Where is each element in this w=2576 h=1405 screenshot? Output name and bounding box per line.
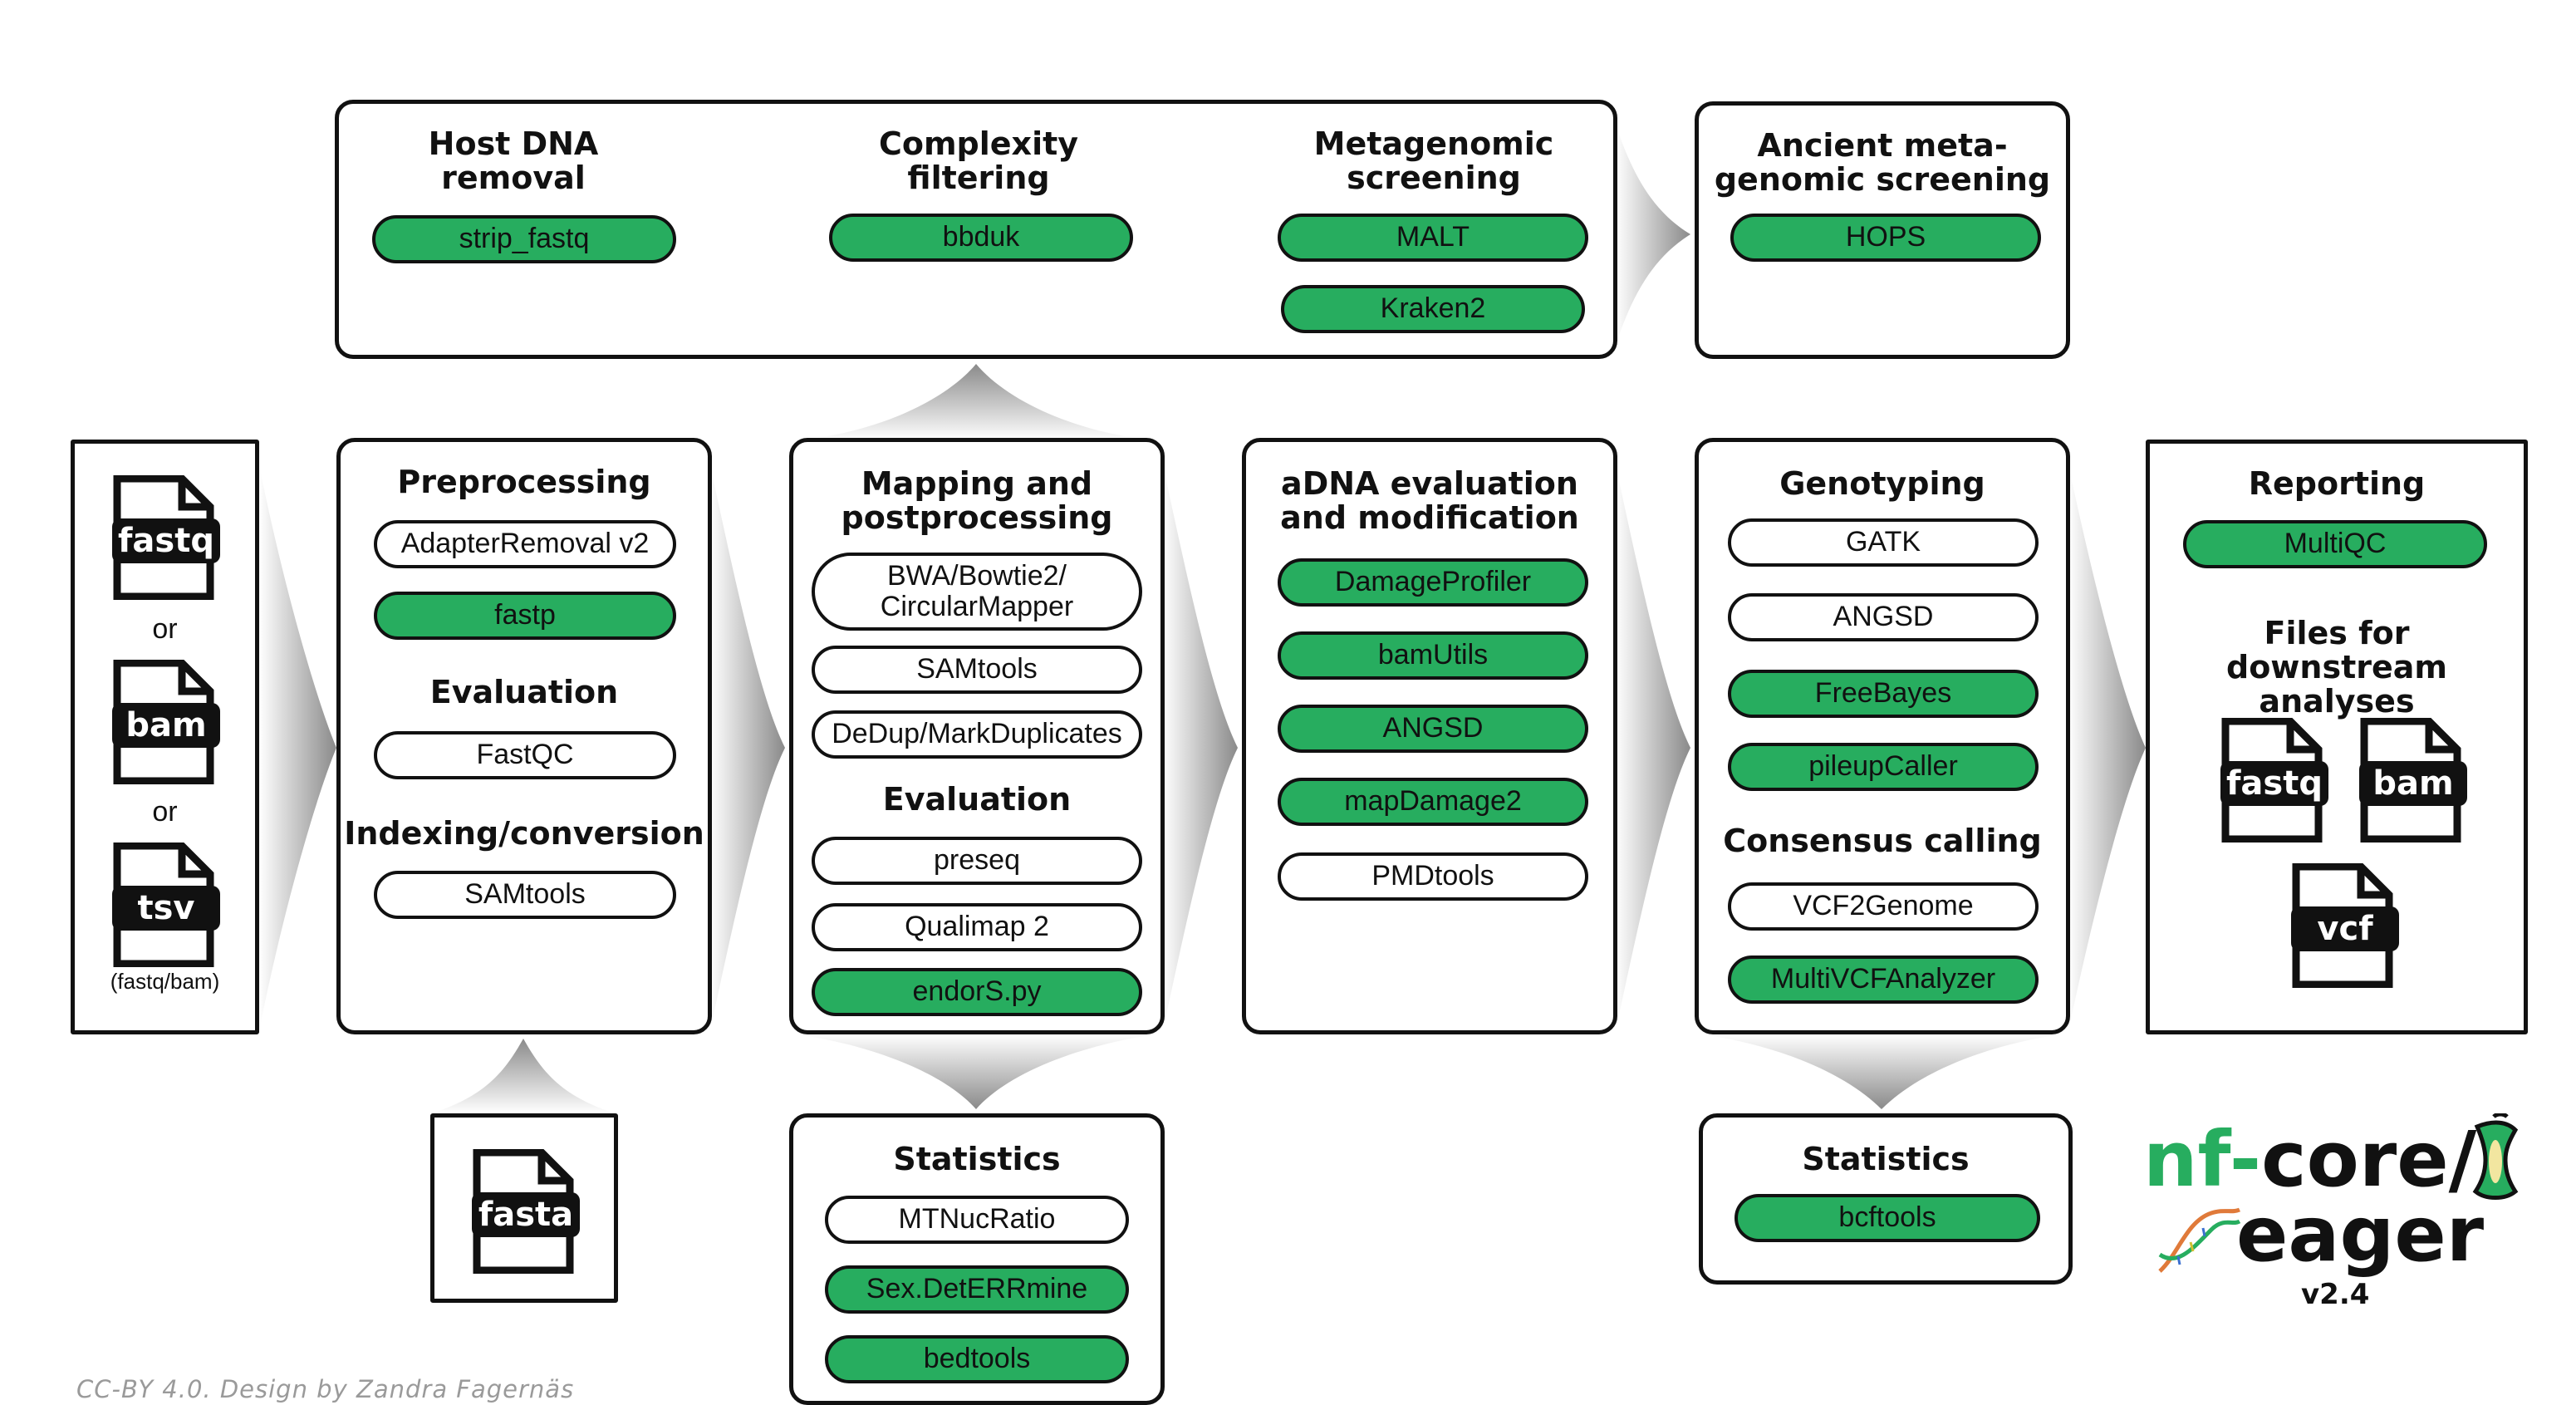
nf-core-eager-logo: nf-core/ eager v2.4 [2143,1105,2534,1329]
credit-line: CC-BY 4.0. Design by Zandra Fagernäs [76,1375,575,1403]
tool-angsd-genotyping: ANGSD [1728,593,2039,641]
tool-pmdtools: PMDtools [1278,852,1588,901]
tool-adapterremoval: AdapterRemoval v2 [374,520,676,568]
genotyping-statistics-box: Statistics bcftools [1699,1113,2073,1285]
metagenomics-box: Host DNA removal strip_fastq Complexity … [335,100,1617,359]
tool-samtools-mapping: SAMtools [812,646,1142,694]
host-removal-title: Host DNA removal [428,125,599,196]
preprocessing-evaluation-title: Evaluation [429,674,619,710]
tool-bamutils: bamUtils [1278,631,1588,680]
tool-mtnucratio: MTNucRatio [825,1196,1129,1244]
arrow-mapping-to-metagenomic [797,364,1155,440]
tsv-note: (fastq/bam) [110,969,220,994]
logo-line-1: nf-core/ [2143,1122,2476,1198]
tsv-file-label: tsv [137,889,195,927]
mapping-evaluation-title: Evaluation [882,781,1072,818]
tool-fastp: fastp [374,592,676,640]
tool-bcftools: bcftools [1735,1194,2040,1242]
fasta-file-label: fasta [478,1196,574,1234]
ancient-metagenomic-box: Ancient meta- genomic screening HOPS [1695,101,2070,359]
fastq-file-label: fastq [118,522,214,560]
tool-bedtools: bedtools [825,1335,1129,1383]
arrow-mapping-to-adna [1163,465,1238,1030]
arrow-preprocessing-to-reference [432,1039,615,1113]
dna-helix-icon [2158,1207,2241,1273]
output-fastq-file-icon: fastq [2220,717,2328,846]
arrow-metagenomic-to-ancient [1616,125,1690,345]
apple-core-icon [2472,1113,2519,1200]
indexing-conversion-title: Indexing/conversion [344,815,704,852]
tool-multiqc: MultiQC [2183,520,2487,568]
genotyping-box: Genotyping GATK ANGSD FreeBayes pileupCa… [1695,438,2070,1034]
tool-fastqc: FastQC [374,731,676,779]
arrow-input-to-preprocessing [259,465,336,1030]
mapping-statistics-box: Statistics MTNucRatio Sex.DetERRmine bed… [789,1113,1165,1405]
mapping-title: Mapping and postprocessing [841,465,1113,536]
reference-fasta-box: fasta [430,1113,618,1303]
fastq-file-icon: fastq [112,474,220,603]
genotyping-title: Genotyping [1779,465,1985,502]
bam-file-icon: bam [112,659,220,788]
genotyping-statistics-title: Statistics [1802,1141,1970,1177]
tool-strip-fastq: strip_fastq [372,215,676,263]
metagenomic-screening-title: Metagenomic screening [1313,125,1554,196]
arrow-mapping-to-statistics [797,1034,1155,1109]
output-fastq-file-label: fastq [2226,764,2323,803]
tool-mapdamage2: mapDamage2 [1278,778,1588,826]
bam-file-label: bam [125,706,207,744]
tool-qualimap2: Qualimap 2 [812,903,1142,951]
tool-freebayes: FreeBayes [1728,670,2039,718]
tool-bbduk: bbduk [829,214,1133,262]
arrow-adna-to-genotyping [1616,465,1690,1030]
output-vcf-file-icon: vcf [2291,862,2399,991]
tool-vcf2genome: VCF2Genome [1728,882,2039,931]
or-label-1: or [152,613,178,645]
tool-pileupcaller: pileupCaller [1728,743,2039,791]
tool-dedup-markduplicates: DeDup/MarkDuplicates [812,710,1142,759]
arrow-preprocessing-to-mapping [710,465,785,1030]
consensus-calling-title: Consensus calling [1723,823,2042,859]
tool-samtools-indexing: SAMtools [374,871,676,919]
tool-preseq: preseq [812,837,1142,885]
output-bam-file-icon: bam [2359,717,2467,846]
fasta-file-icon: fasta [472,1148,580,1277]
files-downstream-title: Files for downstream analyses [2226,615,2447,720]
tool-hops: HOPS [1730,214,2041,262]
tool-kraken2: Kraken2 [1281,285,1585,333]
adna-title: aDNA evaluation and modification [1280,465,1579,536]
mapping-box: Mapping and postprocessing BWA/Bowtie2/ … [789,438,1165,1034]
mapping-statistics-title: Statistics [893,1141,1061,1177]
tool-multivcfanalyzer: MultiVCFAnalyzer [1728,955,2039,1004]
logo-nf-prefix: nf- [2143,1115,2262,1204]
tool-sex-determine: Sex.DetERRmine [825,1265,1129,1314]
arrow-genotyping-to-statistics [1703,1034,2060,1109]
adna-evaluation-box: aDNA evaluation and modification DamageP… [1242,438,1617,1034]
output-bam-file-label: bam [2372,764,2454,803]
output-vcf-file-label: vcf [2317,910,2373,948]
logo-core-text: core/ [2261,1115,2477,1204]
complexity-filtering-title: Complexity filtering [878,125,1079,196]
ancient-metagenomic-title: Ancient meta- genomic screening [1714,127,2051,198]
tool-bwa-bowtie2-circularmapper: BWA/Bowtie2/ CircularMapper [812,553,1142,631]
logo-eager-text: eager [2236,1190,2485,1279]
tool-endors-py: endorS.py [812,968,1142,1016]
tool-damageprofiler: DamageProfiler [1278,558,1588,607]
tool-gatk: GATK [1728,518,2039,567]
input-files-box: fastq or bam or tsv (fastq/bam) [71,440,259,1034]
tsv-file-icon: tsv [112,842,220,970]
preprocessing-title: Preprocessing [397,464,651,500]
tool-malt: MALT [1278,214,1588,262]
arrow-genotyping-to-reporting [2068,465,2146,1030]
or-label-2: or [152,796,178,828]
reporting-box: Reporting MultiQC Files for downstream a… [2146,440,2528,1034]
preprocessing-box: Preprocessing AdapterRemoval v2 fastp Ev… [336,438,712,1034]
reporting-title: Reporting [2248,465,2426,502]
logo-version: v2.4 [2301,1278,2370,1311]
tool-angsd-adna: ANGSD [1278,705,1588,753]
